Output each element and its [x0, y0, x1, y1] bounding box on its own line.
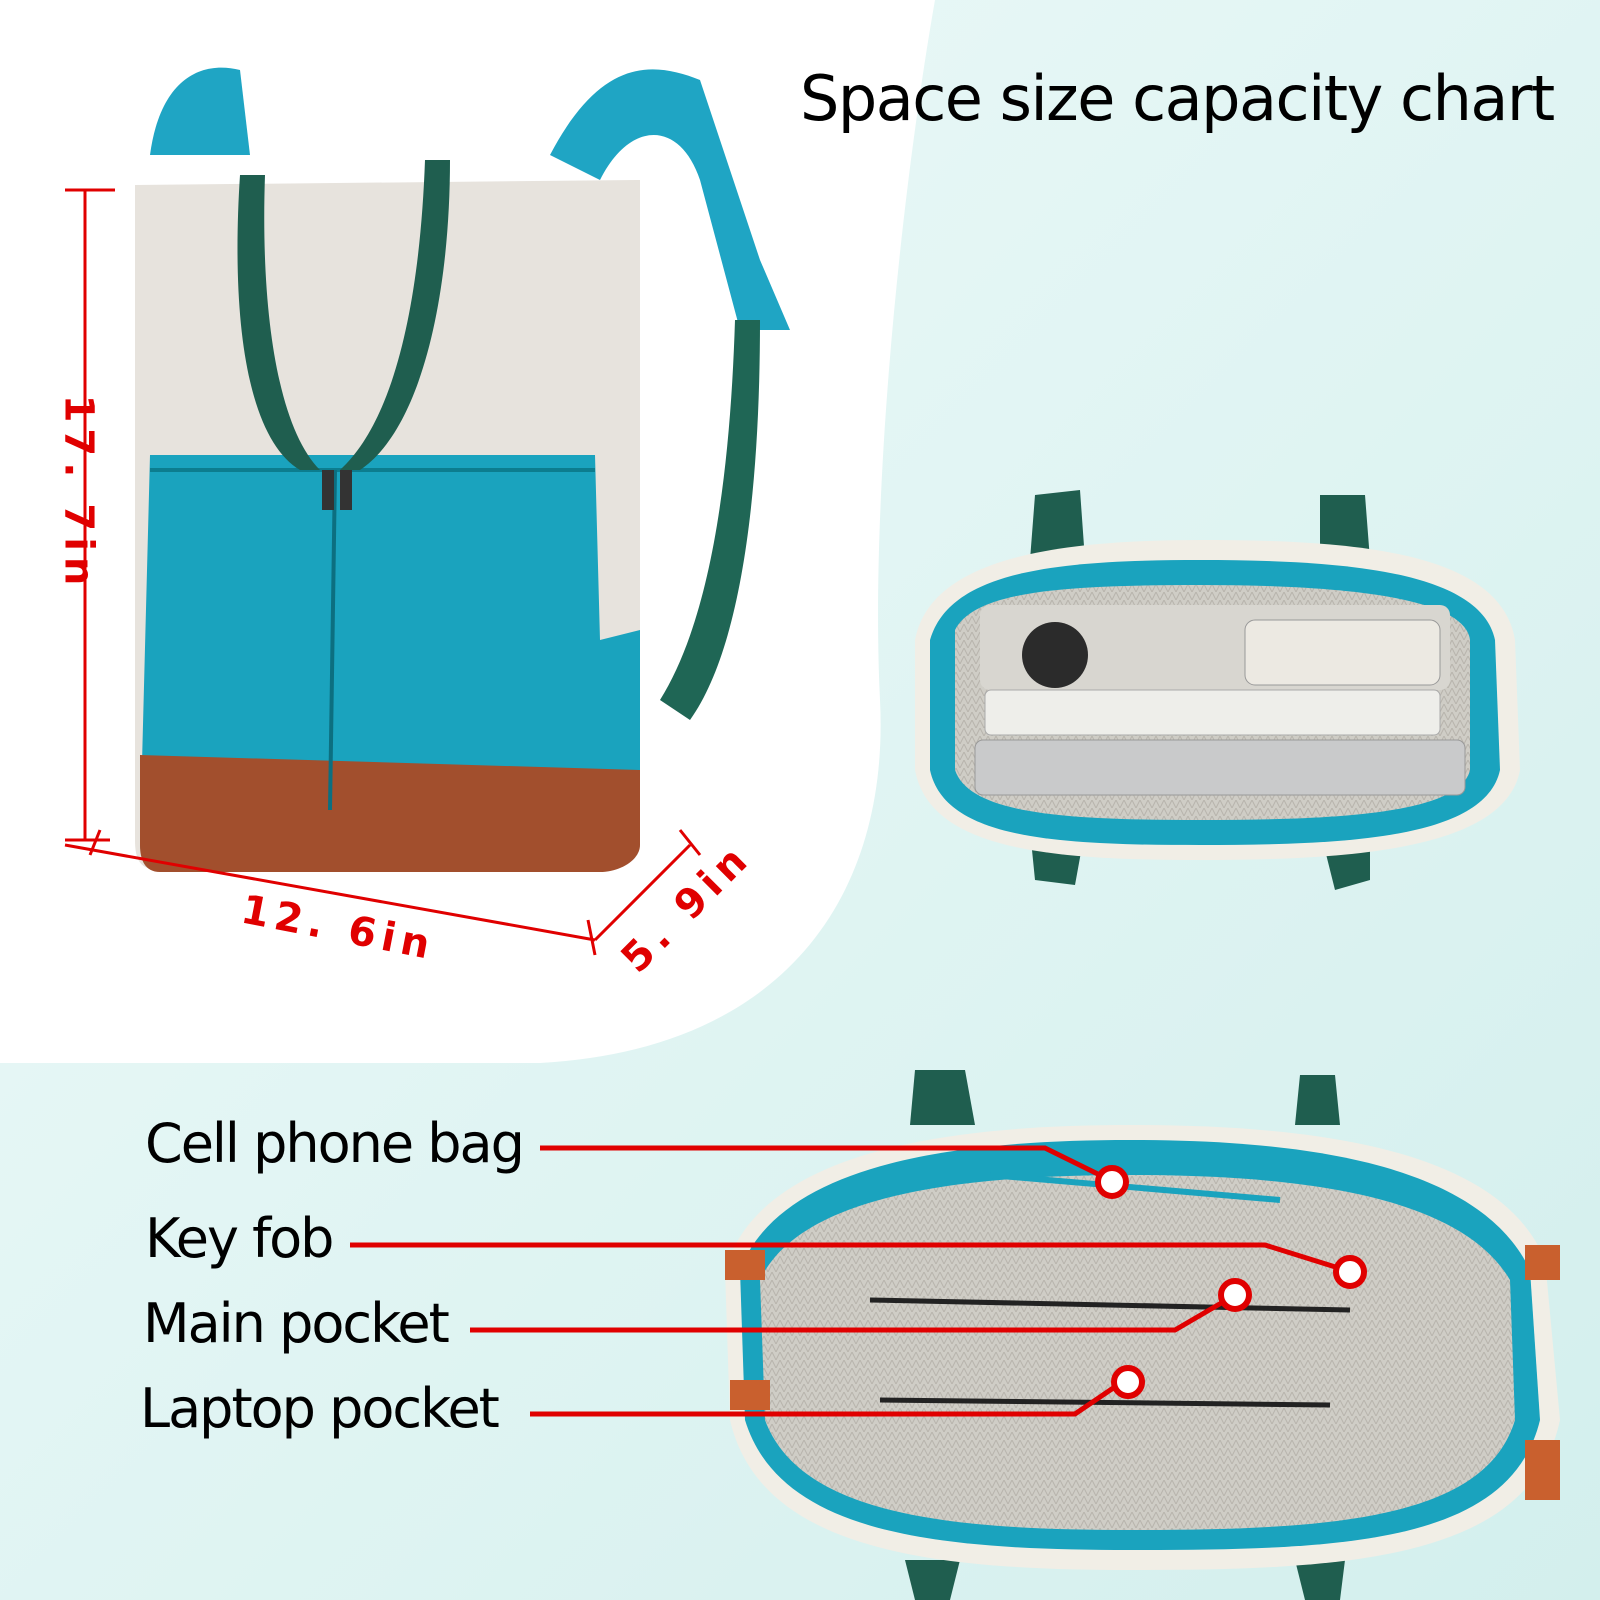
callout-lines: [350, 1145, 1346, 1417]
packed-bag-image: [915, 490, 1520, 890]
label-laptop-pocket: Laptop pocket: [140, 1377, 500, 1440]
label-key-fob: Key fob: [145, 1207, 334, 1270]
dimension-lines: [64, 188, 702, 956]
label-cell-phone-bag: Cell phone bag: [145, 1112, 525, 1175]
chart-title: Space size capacity chart: [800, 62, 1555, 135]
height-dimension: 17. 7in: [55, 394, 102, 592]
callout-dots: [1095, 1165, 1367, 1399]
label-main-pocket: Main pocket: [143, 1292, 450, 1355]
backpack-image: [135, 67, 790, 872]
